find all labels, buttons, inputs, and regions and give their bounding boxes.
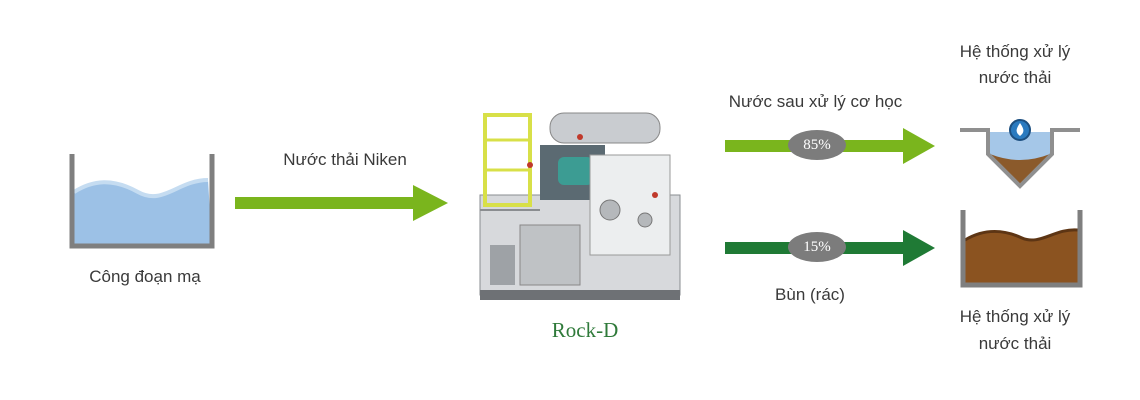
dest-2-line-1: Hệ thống xử lý xyxy=(959,307,1071,326)
source-label: Công đoạn mạ xyxy=(89,267,201,286)
water-fill xyxy=(74,180,212,246)
tank-wall xyxy=(69,154,215,249)
input-arrow xyxy=(235,185,448,221)
machine-label: Rock-D xyxy=(551,318,619,342)
output-2-flow-label: Bùn (rác) xyxy=(775,285,845,304)
output-2-percent: 15% xyxy=(788,232,846,262)
output-1-percent: 85% xyxy=(788,130,846,160)
source-tank xyxy=(69,154,215,249)
input-flow-label: Nước thải Niken xyxy=(283,150,407,169)
dest-1-line-2: nước thải xyxy=(978,68,1052,87)
output-1-flow-label: Nước sau xử lý cơ học xyxy=(728,92,903,111)
sludge-tank xyxy=(960,210,1083,288)
wastewater-clarifier xyxy=(960,119,1080,189)
rock-d-machine xyxy=(479,112,681,300)
dest-2-line-2: nước thải xyxy=(978,334,1052,353)
dest-1-line-1: Hệ thống xử lý xyxy=(959,42,1071,61)
